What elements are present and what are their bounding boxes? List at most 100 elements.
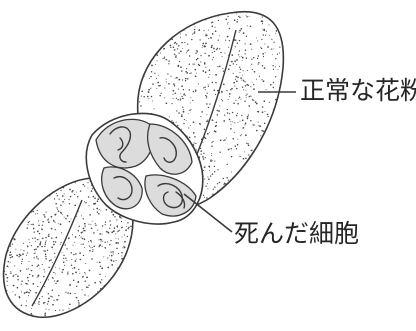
stipple-dot [123, 273, 124, 274]
stipple-dot [88, 205, 89, 206]
stipple-dot [226, 137, 227, 138]
stipple-dot [180, 98, 181, 99]
stipple-dot [150, 88, 151, 89]
stipple-dot [141, 30, 142, 31]
stipple-dot [195, 10, 196, 11]
stipple-dot [171, 14, 172, 15]
stipple-dot [2, 174, 4, 176]
stipple-dot [43, 221, 44, 222]
stipple-dot [262, 111, 264, 113]
stipple-dot [85, 176, 86, 177]
stipple-dot [275, 178, 276, 179]
stipple-dot [67, 292, 69, 294]
stipple-dot [87, 314, 88, 315]
stipple-dot [39, 268, 40, 269]
stipple-dot [88, 196, 90, 198]
stipple-dot [218, 20, 219, 21]
stipple-dot [100, 282, 101, 283]
stipple-dot [204, 197, 205, 198]
stipple-dot [195, 143, 196, 144]
stipple-dot [96, 208, 98, 210]
stipple-dot [134, 318, 136, 320]
stipple-dot [285, 194, 286, 195]
stipple-dot [275, 76, 276, 77]
stipple-dot [10, 245, 11, 246]
stipple-dot [19, 309, 20, 310]
stipple-dot [279, 128, 281, 130]
stipple-dot [235, 204, 236, 205]
stipple-dot [215, 131, 217, 133]
stipple-dot [191, 72, 192, 73]
stipple-dot [105, 221, 106, 222]
stipple-dot [6, 190, 7, 191]
stipple-dot [204, 129, 206, 131]
stipple-dot [208, 205, 209, 206]
stipple-dot [11, 254, 12, 255]
stipple-dot [248, 114, 249, 115]
stipple-dot [48, 301, 50, 303]
stipple-dot [22, 259, 23, 260]
stipple-dot [48, 267, 49, 268]
stipple-dot [74, 194, 75, 195]
stipple-dot [3, 216, 5, 218]
stipple-dot [263, 158, 264, 159]
stipple-dot [104, 285, 105, 286]
stipple-dot [129, 307, 130, 308]
stipple-dot [244, 175, 245, 176]
stipple-dot [284, 124, 285, 125]
stipple-dot [225, 18, 227, 20]
stipple-dot [40, 282, 41, 283]
stipple-dot [135, 226, 136, 227]
stipple-dot [142, 66, 144, 68]
stipple-dot [174, 42, 175, 43]
stipple-dot [124, 314, 125, 315]
stipple-dot [233, 102, 235, 104]
stipple-dot [91, 190, 93, 192]
stipple-dot [18, 174, 19, 175]
stipple-dot [91, 228, 93, 230]
stipple-dot [282, 146, 284, 148]
stipple-dot [275, 198, 276, 199]
stipple-dot [281, 8, 282, 9]
stipple-dot [260, 165, 261, 166]
stipple-dot [134, 249, 136, 251]
stipple-dot [94, 203, 96, 205]
stipple-dot [268, 180, 269, 181]
stipple-dot [247, 118, 248, 119]
stipple-dot [102, 241, 103, 242]
stipple-dot [48, 235, 50, 237]
stipple-dot [132, 239, 133, 240]
stipple-dot [214, 27, 215, 28]
stipple-dot [71, 218, 72, 219]
stipple-dot [21, 188, 22, 189]
stipple-dot [72, 273, 74, 275]
stipple-dot [24, 174, 25, 175]
stipple-dot [180, 93, 181, 94]
stipple-dot [30, 204, 31, 205]
stipple-dot [170, 46, 171, 47]
stipple-dot [106, 298, 107, 299]
stipple-dot [248, 154, 249, 155]
stipple-dot [212, 25, 214, 27]
stipple-dot [243, 194, 244, 195]
stipple-dot [176, 43, 177, 44]
stipple-dot [209, 170, 210, 171]
stipple-dot [245, 122, 247, 124]
stipple-dot [263, 56, 264, 57]
stipple-dot [73, 280, 75, 282]
stipple-dot [196, 51, 197, 52]
stipple-dot [204, 53, 205, 54]
stipple-dot [231, 124, 232, 125]
stipple-dot [82, 184, 83, 185]
stipple-dot [74, 267, 76, 269]
stipple-dot [252, 82, 253, 83]
stipple-dot [246, 205, 248, 207]
stipple-dot [166, 79, 167, 80]
stipple-dot [185, 34, 186, 35]
stipple-dot [278, 24, 279, 25]
stipple-dot [151, 65, 153, 67]
stipple-dot [107, 309, 109, 311]
stipple-dot [138, 311, 139, 312]
stipple-dot [263, 193, 264, 194]
stipple-dot [237, 113, 238, 114]
